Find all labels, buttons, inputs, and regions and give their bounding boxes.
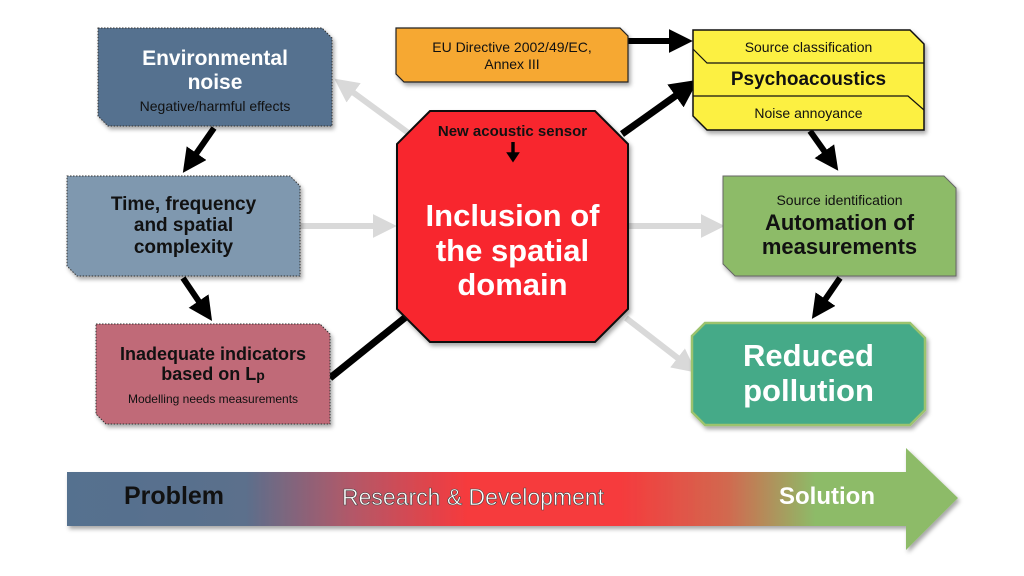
node-indicators: Inadequate indicators based on Lp Modell… bbox=[96, 328, 330, 422]
reduced-title-line1: Reduced bbox=[743, 338, 874, 374]
progress-band-arrow bbox=[67, 448, 958, 550]
core-title-line2: the spatial bbox=[435, 232, 590, 268]
psychoacoustics-title: Psychoacoustics bbox=[693, 63, 924, 96]
arrow-automation-to-reduced bbox=[811, 276, 843, 319]
complexity-line1: Time, frequency bbox=[110, 194, 257, 216]
indicators-line2-sub: p bbox=[256, 366, 265, 383]
arrow-indicators-to-core bbox=[327, 309, 415, 381]
node-psychoacoustics-shape bbox=[692, 29, 925, 131]
node-complexity-shape bbox=[66, 175, 301, 277]
arrow-complexity-to-indicators bbox=[180, 276, 213, 321]
node-environmental: Environmental noise Negative/harmful eff… bbox=[98, 34, 332, 128]
node-core-shape bbox=[396, 110, 629, 343]
node-automation-shape bbox=[722, 175, 957, 277]
node-core: New acoustic sensor bbox=[397, 123, 628, 164]
directive-line1: EU Directive 2002/49/EC, bbox=[432, 39, 592, 56]
directive-line2: Annex III bbox=[484, 56, 540, 72]
arrow-environmental-to-complexity bbox=[182, 126, 217, 173]
psychoacoustics-top: Source classification bbox=[693, 34, 924, 60]
arrow-psychoacoustics-to-automation bbox=[807, 129, 839, 171]
indicators-line2-prefix: based on L bbox=[161, 363, 257, 384]
psychoacoustics-bottom-label: Noise annoyance bbox=[754, 104, 863, 121]
arrow-core-to-psychoacoustics bbox=[619, 79, 699, 137]
band-label-rd: Research & Development bbox=[342, 484, 605, 511]
node-environmental-shape bbox=[97, 27, 333, 127]
psychoacoustics-divider-top bbox=[692, 48, 924, 64]
automation-title-line2: measurements bbox=[761, 234, 918, 260]
core-title-line1: Inclusion of bbox=[425, 197, 600, 233]
node-directive-shape bbox=[395, 27, 629, 83]
node-automation: Source identification Automation of meas… bbox=[723, 178, 956, 274]
band-label-solution: Solution bbox=[779, 483, 875, 510]
node-indicators-shape bbox=[95, 323, 331, 425]
environmental-title-line1: Environmental bbox=[142, 47, 288, 71]
node-complexity: Time, frequency and spatial complexity bbox=[67, 178, 300, 274]
psychoacoustics-divider-bottom bbox=[693, 95, 925, 111]
node-reduced-shape bbox=[690, 321, 927, 427]
automation-title-line1: Automation of bbox=[764, 209, 915, 235]
automation-top: Source identification bbox=[776, 191, 903, 208]
node-reduced: Reduced pollution bbox=[692, 325, 925, 423]
indicators-subtitle: Modelling needs measurements bbox=[127, 391, 299, 406]
arrow-core-to-reduced bbox=[624, 315, 697, 373]
complexity-line2: and spatial bbox=[133, 215, 234, 237]
indicators-line1: Inadequate indicators bbox=[119, 343, 307, 364]
core-header: New acoustic sensor bbox=[437, 123, 588, 140]
psychoacoustics-title-label: Psychoacoustics bbox=[730, 68, 887, 90]
psychoacoustics-top-label: Source classification bbox=[744, 38, 873, 55]
down-arrow-icon bbox=[505, 141, 520, 163]
arrow-core-to-environmental bbox=[334, 78, 420, 143]
psychoacoustics-bottom: Noise annoyance bbox=[693, 100, 924, 126]
environmental-subtitle: Negative/harmful effects bbox=[139, 98, 291, 115]
core-title-line3: domain bbox=[457, 267, 568, 303]
core-title: Inclusion of the spatial domain bbox=[397, 184, 628, 318]
complexity-line3: complexity bbox=[133, 236, 234, 258]
indicators-line2: based on Lp bbox=[161, 364, 265, 384]
environmental-title-line2: noise bbox=[187, 70, 243, 94]
band-label-problem: Problem bbox=[124, 482, 225, 510]
node-directive: EU Directive 2002/49/EC, Annex III bbox=[396, 30, 628, 82]
reduced-title-line2: pollution bbox=[743, 373, 874, 408]
